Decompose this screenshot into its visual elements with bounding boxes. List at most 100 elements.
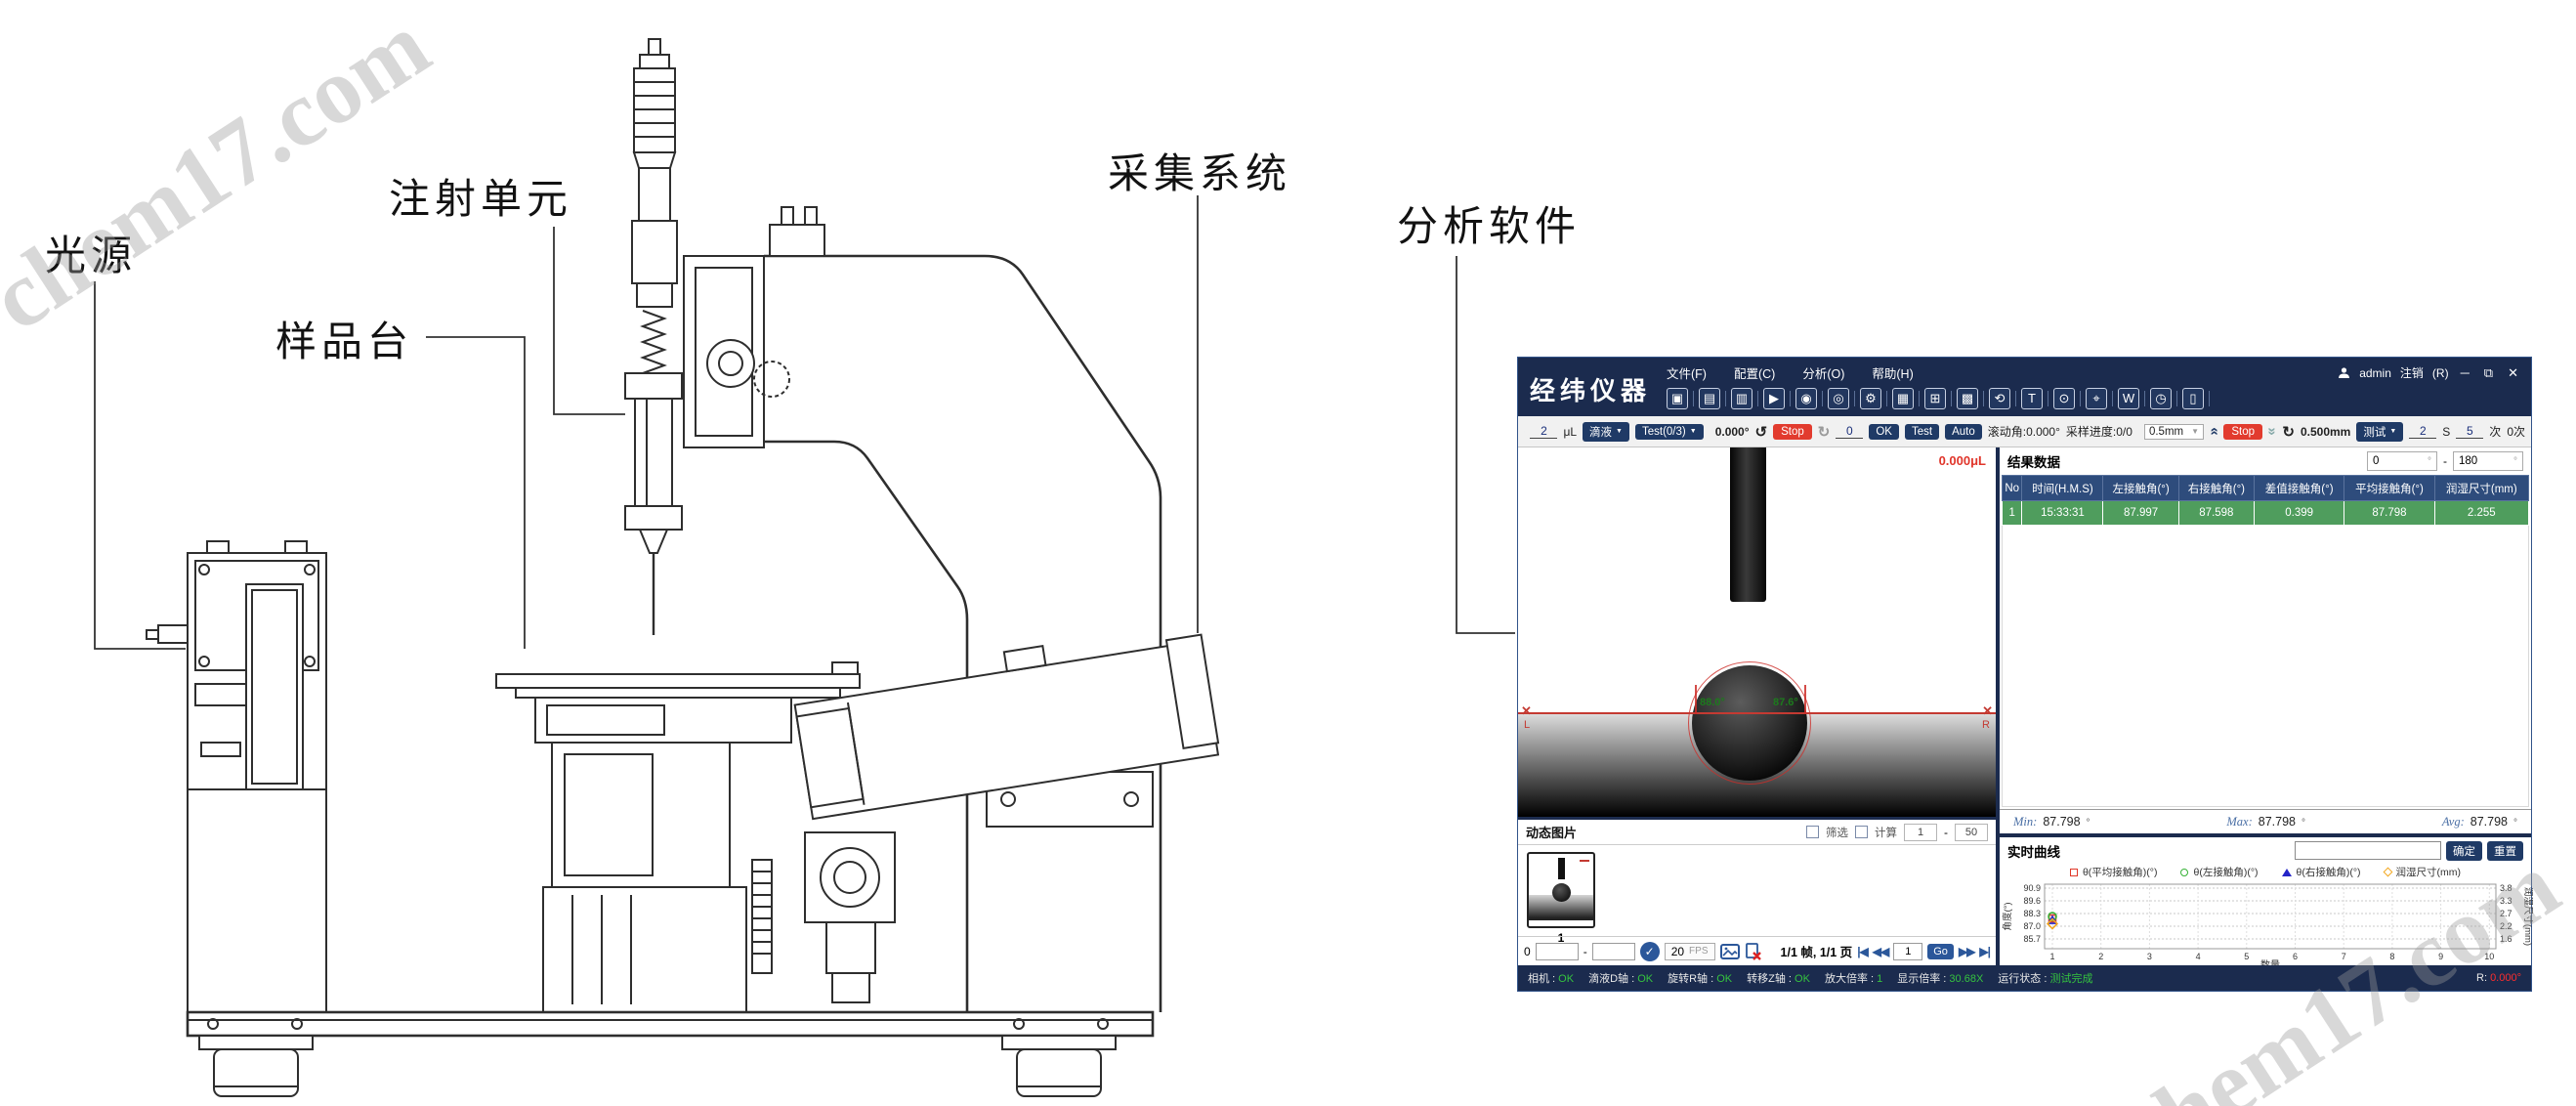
curve-header: 实时曲线 确定 重置 [2000,837,2531,864]
filter-checkbox[interactable] [1806,826,1819,838]
menu-item-0[interactable]: 文件(F) [1667,367,1707,381]
report-icon[interactable]: ▯ [2182,388,2204,409]
auto-button[interactable]: Auto [1945,423,1982,440]
baseline-left-handle[interactable]: ✕ [1521,703,1532,718]
play-icon[interactable]: ▶ [1763,388,1785,409]
move-up-icon[interactable]: » [2205,427,2222,436]
svg-text:2.7: 2.7 [2500,909,2513,918]
max-value: 87.798 [2258,814,2296,829]
times-input[interactable] [2456,424,2484,439]
user-name[interactable]: admin [2359,365,2391,380]
reset-button[interactable]: 重置 [2487,840,2523,861]
apply-button[interactable]: ✓ [1639,941,1660,961]
range-from-input[interactable] [1904,823,1937,841]
legend-item[interactable]: 润湿尺寸(mm) [2383,865,2461,879]
legend-item[interactable]: θ(左接触角)(°) [2180,865,2259,879]
next-page-icon[interactable]: ▶▶ [1958,944,1975,958]
divider [1822,391,1823,406]
menu-item-3[interactable]: 帮助(H) [1872,367,1914,381]
angle-min-spinbox[interactable]: 0 ° [2367,451,2437,471]
film-strip-icon[interactable]: ▦ [1892,388,1914,409]
test-button[interactable]: Test [1904,423,1940,440]
svg-text:1: 1 [2049,952,2054,961]
frame-thumbnail[interactable] [1527,852,1595,928]
dynamic-images-controls: 0 - ✓ 20 FPS 1/1 帧, 1/1 页 [1518,936,1996,965]
result-cell: 87.598 [2177,500,2256,526]
last-page-icon[interactable]: ▶| [1979,944,1991,958]
delete-frames-icon[interactable] [1745,942,1762,960]
export-image-icon[interactable] [1719,943,1740,960]
volume-input[interactable] [1530,424,1558,439]
test-count-dropdown[interactable]: Test(0/3) ▼ [1634,423,1704,440]
angle-max-value: 180 [2459,455,2478,467]
text-tool-icon[interactable]: T [2021,388,2043,409]
close-icon[interactable]: ✕ [2508,364,2518,380]
camera-aba-icon[interactable]: ◎ [1828,388,1849,409]
contact-tick-right [1804,685,1806,714]
go-button[interactable]: Go [1927,943,1954,959]
rotate-cw-icon[interactable]: ↻ [1817,423,1831,441]
prev-page-icon[interactable]: ◀◀ [1872,944,1889,958]
logout-link[interactable]: 注销 [2399,366,2424,380]
range-to-input[interactable] [1955,823,1988,841]
word-export-icon[interactable]: W [2118,388,2139,409]
column-header: 差值接触角(°) [2254,475,2345,501]
seconds-input[interactable] [2409,424,2437,439]
stop-button-2[interactable]: Stop [2223,423,2263,440]
camera-volume-readout: 0.000μL [1938,453,1986,468]
drop-mode-dropdown[interactable]: 滴液 ▼ [1583,421,1629,442]
first-page-icon[interactable]: |◀ [1857,944,1869,958]
image-icon[interactable]: ▣ [1667,388,1688,409]
play-to-input[interactable] [1591,942,1635,960]
baseline-right-handle[interactable]: ✕ [1982,703,1993,718]
stop-button-1[interactable]: Stop [1773,423,1812,440]
fps-unit: FPS [1689,946,1709,957]
app-logo: 经纬仪器 [1530,376,1652,405]
mode-dropdown[interactable]: 测试 ▼ [2356,421,2404,442]
angle-max-spinbox[interactable]: 180 ° [2453,451,2523,471]
calc-checkbox[interactable] [1855,826,1868,838]
column-header: 右接触角(°) [2177,475,2256,501]
image-box-icon[interactable]: ▥ [1731,388,1753,409]
step-size-combo[interactable]: 0.5mm ▼ [2143,423,2205,440]
baseline[interactable] [1518,712,1996,714]
section-divider [2000,833,2531,837]
rotate-distance-icon[interactable]: ↻ [2282,423,2295,441]
legend-item[interactable]: θ(平均接触角)(°) [2069,865,2157,879]
page-input[interactable] [1893,942,1923,960]
droplet-meter-icon[interactable]: ⊙ [2053,388,2075,409]
move-down-icon[interactable]: » [2263,427,2281,436]
contact-tick-left [1695,685,1697,714]
step-size-value: 0.5mm [2148,425,2184,438]
min-value: 87.798 [2043,814,2081,829]
video-camera-icon[interactable]: ⊞ [1924,388,1946,409]
confirm-button[interactable]: 确定 [2446,840,2482,861]
turn-input[interactable] [1836,424,1864,439]
camera-view[interactable]: ✕ ✕ L R 88.0° 87.6° 0.000μL [1518,447,1996,817]
camera-ct-icon[interactable]: ◉ [1795,388,1817,409]
restore-icon[interactable]: ⧉ [2483,364,2494,380]
lamp-icon[interactable]: ⌖ [2086,388,2107,409]
ok-button[interactable]: OK [1869,423,1899,440]
sync-icon[interactable]: ⟲ [1989,388,2010,409]
fps-box[interactable]: 20 FPS [1664,942,1715,960]
svg-text:89.6: 89.6 [2023,896,2041,906]
legend-item[interactable]: θ(右接触角)(°) [2281,865,2361,879]
menu-item-2[interactable]: 分析(O) [1802,367,1845,381]
svg-text:5: 5 [2244,952,2249,961]
curve-range-input[interactable] [2295,841,2441,860]
menu-item-1[interactable]: 配置(C) [1733,367,1776,381]
play-from-input[interactable] [1535,942,1579,960]
status-value: OK [1637,973,1654,985]
rotate-ccw-icon[interactable]: ↺ [1754,423,1768,441]
image-adjust-icon[interactable]: ▤ [1699,388,1720,409]
settings-gear-icon[interactable]: ⚙ [1860,388,1881,409]
minimize-icon[interactable]: ─ [2460,365,2470,380]
left-angle-value: 88.0° [1700,697,1725,708]
mosaic-icon[interactable]: ▩ [1957,388,1978,409]
clock-icon[interactable]: ◷ [2150,388,2172,409]
status-value: 1 [1877,973,1883,985]
